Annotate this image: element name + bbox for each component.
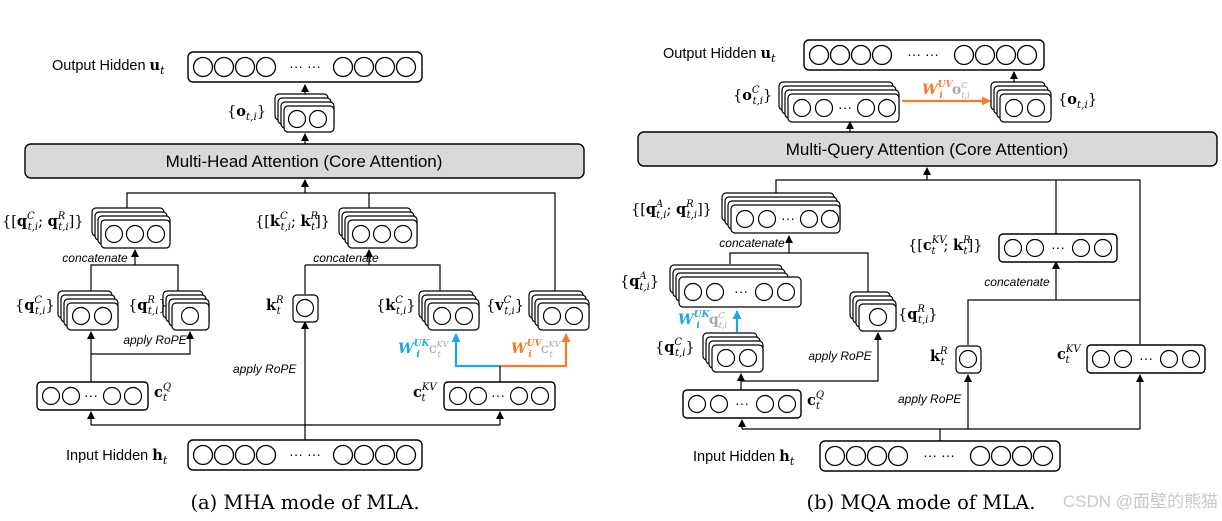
input-hidden-vector-b: ··· ··· (819, 440, 1061, 472)
apply-rope-label-b-left: apply RoPE (808, 349, 872, 363)
cq-vector-b: ··· (682, 389, 802, 419)
qr-stack-a (162, 290, 210, 331)
o-stack-b (990, 81, 1052, 123)
qr-stack-b (849, 291, 897, 332)
output-hidden-vector-b: ··· ··· (803, 39, 1045, 71)
dots: ··· (1051, 239, 1065, 255)
apply-rope-label-a-mid: apply RoPE (233, 362, 297, 376)
concatenate-label-b-top: concatenate (719, 236, 785, 250)
multi-query-attention-label: Multi-Query Attention (Core Attention) (786, 140, 1069, 159)
o-label-b: {ot,i} (1058, 91, 1097, 111)
vc-stack-a (528, 290, 590, 331)
o-label-a: {ot,i} (227, 103, 266, 123)
ckv-kr-concat-b: ··· (998, 233, 1118, 263)
dots: ··· (781, 210, 795, 226)
kc-stack-a (418, 290, 480, 331)
dots: ··· ··· (907, 46, 939, 62)
dots: ··· ··· (289, 58, 321, 74)
qc-stack-a (57, 290, 119, 331)
multi-head-attention-label: Multi-Head Attention (Core Attention) (166, 152, 443, 171)
dots: ··· (734, 283, 748, 299)
watermark: CSDN @面壁的熊猫 (1063, 492, 1218, 511)
concatenate-label-a-mid: concatenate (313, 251, 379, 265)
multi-head-attention-box (24, 143, 585, 179)
multi-query-attention-box (637, 131, 1218, 167)
q-concat-stack-b: ··· (721, 192, 841, 234)
qa-stack-b: ··· (669, 264, 802, 308)
o-stack-a (274, 93, 335, 133)
k-concat-stack-a (338, 207, 418, 249)
wuv-arrow-a (500, 333, 571, 368)
dots: ··· ··· (289, 446, 321, 462)
output-hidden-vector-a: ··· ··· (187, 51, 423, 83)
q-concat-stack-a (91, 207, 171, 249)
concatenate-label-b-right: concatenate (984, 275, 1050, 289)
dots: ··· (1139, 350, 1153, 366)
apply-rope-label-a-left: apply RoPE (123, 333, 187, 347)
output-label-b: Output Hidden ut (663, 45, 776, 65)
dots: ··· ··· (923, 447, 955, 463)
cq-vector-a: ··· (36, 381, 149, 411)
dots: ··· (838, 99, 852, 115)
caption-a: (a) MHA mode of MLA. (190, 491, 419, 514)
caption-b: (b) MQA mode of MLA. (807, 491, 1036, 514)
dots: ··· (84, 387, 98, 403)
panel-a: Output Hidden ut ··· ··· {ot,i} Mu (2, 51, 590, 514)
dots: ··· (491, 387, 505, 403)
wuk-arrow-a (451, 333, 500, 368)
apply-rope-label-b-mid: apply RoPE (898, 392, 962, 406)
input-label-a: Input Hidden ht (66, 447, 168, 467)
dots: ··· (735, 395, 749, 411)
ckv-vector-b: ··· (1086, 344, 1206, 374)
qc-stack-b (702, 332, 764, 373)
input-hidden-vector-a: ··· ··· (187, 439, 423, 471)
output-label-a: Output Hidden ut (52, 57, 165, 77)
input-label-b: Input Hidden ht (693, 448, 795, 468)
concatenate-label-a-left: concatenate (62, 251, 128, 265)
ckv-vector-a: ··· (443, 381, 556, 411)
oc-stack-b: ··· (778, 81, 900, 123)
